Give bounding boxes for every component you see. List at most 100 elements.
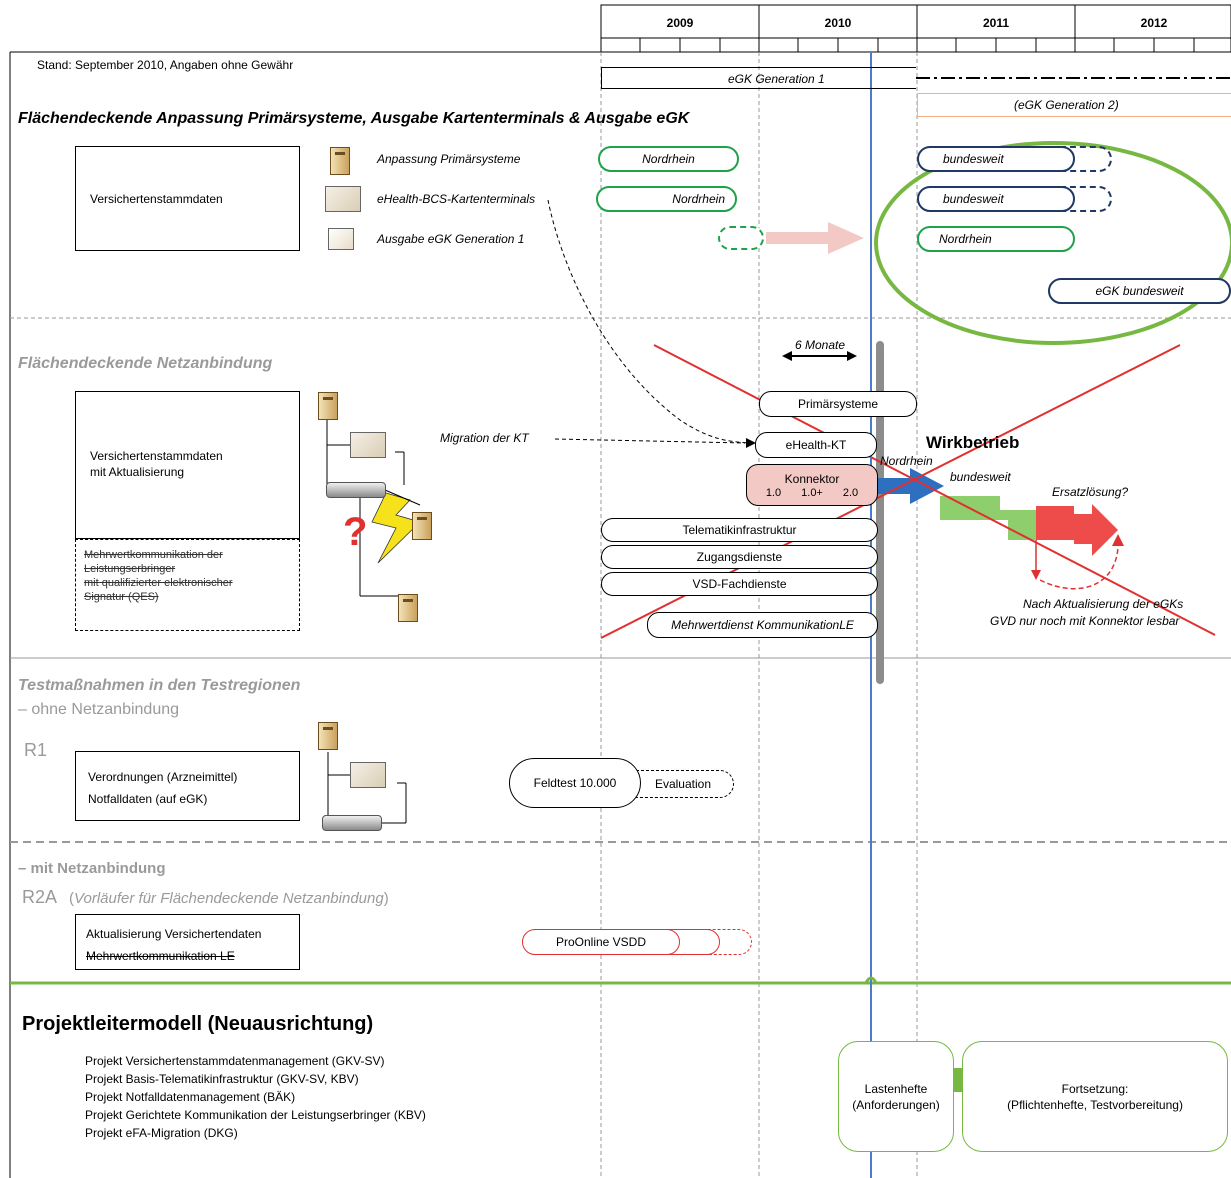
nordrhein-wirk-label: Nordrhein	[880, 454, 933, 468]
card-terminal-icon	[350, 432, 386, 458]
konnektor-label: Konnektor	[784, 471, 840, 486]
fortsetzung-box: Fortsetzung: (Pflichtenhefte, Testvorber…	[962, 1041, 1228, 1152]
section2-title: Flächendeckende Netzanbindung	[18, 355, 273, 372]
dashed-green-pill	[718, 226, 764, 250]
qes-dashed-box: Mehrwertkommunikation der Leistungserbri…	[75, 539, 300, 631]
card-terminal-icon	[325, 186, 361, 212]
gen2-label: (eGK Generation 2)	[1014, 98, 1119, 112]
qes-line3: mit qualifizierter elektronischer	[84, 577, 233, 589]
project-item: Projekt Versichertenstammdatenmanagement…	[85, 1054, 385, 1068]
bundesweit-kt-ext	[1060, 186, 1112, 212]
server-icon	[318, 722, 338, 750]
section3-subtitle: – ohne Netzanbindung	[18, 701, 180, 718]
section1-box: Versichertenstammdaten	[75, 146, 300, 251]
egk-bundesweit-label: eGK bundesweit	[1095, 284, 1184, 298]
section2-box-line2: mit Aktualisierung	[90, 465, 185, 479]
six-months-label: 6 Monate	[795, 338, 846, 352]
mehrwertdienst-label: Mehrwertdienst KommunikationLE	[671, 618, 854, 632]
qes-line1: Mehrwertkommunikation der	[84, 549, 223, 561]
project-list: Projekt Versichertenstammdatenmanagement…	[85, 1052, 426, 1142]
row-label-egk-ausgabe: Ausgabe eGK Generation 1	[377, 232, 525, 246]
wirkbetrieb-label: Wirkbetrieb	[926, 433, 1020, 452]
section2-box: Versichertenstammdaten mit Aktualisierun…	[75, 391, 300, 539]
year-2011: 2011	[982, 16, 1010, 30]
section3-box-line2: Notfalldaten (auf eGK)	[88, 792, 208, 806]
bundesweit-kt-pill: bundesweit	[917, 186, 1075, 212]
nordrhein-primaer-label: Nordrhein	[642, 152, 695, 166]
project-item: Projekt Basis-Telematikinfrastruktur (GK…	[85, 1072, 359, 1086]
section3-box: Verordnungen (Arzneimittel) Notfalldaten…	[75, 751, 300, 821]
gen1-bar	[601, 67, 916, 89]
nordrhein-primaer-pill: Nordrhein	[598, 146, 739, 172]
connector-icon	[322, 815, 382, 831]
row-label-kartenterminals: eHealth-BCS-Kartenterminals	[377, 192, 536, 206]
lastenhefte-box: Lastenhefte (Anforderungen)	[838, 1041, 954, 1152]
ersatz-label: Ersatzlösung?	[1052, 485, 1129, 499]
telematik-label: Telematikinfrastruktur	[682, 523, 797, 537]
section3-title: Testmaßnahmen in den Testregionen	[18, 677, 301, 694]
row-label-primaer: Anpassung Primärsysteme	[377, 152, 521, 166]
konnektor-v10plus: 1.0+	[801, 486, 823, 499]
bundesweit-kt-label: bundesweit	[943, 192, 1004, 206]
bundesweit-primaer-pill: bundesweit	[917, 146, 1075, 172]
vsd-pill: VSD-Fachdienste	[601, 572, 878, 596]
zugangsdienste-label: Zugangsdienste	[696, 550, 783, 564]
telematik-pill: Telematikinfrastruktur	[601, 518, 878, 542]
section4-box-line2: Mehrwertkommunikation LE	[86, 949, 235, 963]
konnektor-v20: 2.0	[842, 486, 859, 499]
vsd-label: VSD-Fachdienste	[692, 577, 787, 591]
vorlaeufer-label: Vorläufer für Flächendeckende Netzanbind…	[74, 890, 384, 907]
primaersysteme-pill: Primärsysteme	[759, 391, 917, 417]
note-line1: Nach Aktualisierung der eGKs	[1023, 597, 1184, 611]
ehealth-kt-label: eHealth-KT	[785, 438, 847, 452]
proonline-pill: ProOnline VSDD	[522, 929, 680, 955]
nordrhein-egk-label: Nordrhein	[939, 232, 992, 246]
server-icon	[412, 512, 432, 540]
lastenhefte-line1: Lastenhefte	[864, 1081, 928, 1096]
section1-title: Flächendeckende Anpassung Primärsysteme,…	[18, 110, 690, 127]
proonline-label: ProOnline VSDD	[555, 935, 647, 949]
bundesweit-wirk-label: bundesweit	[950, 470, 1011, 484]
section2-box-line1: Versichertenstammdaten	[90, 449, 223, 463]
section4-box-line1: Aktualisierung Versichertendaten	[86, 927, 262, 941]
section5-title: Projektleitermodell (Neuausrichtung)	[22, 1013, 374, 1035]
bundesweit-primaer-label: bundesweit	[943, 152, 1004, 166]
server-icon	[398, 594, 418, 622]
primaersysteme-label: Primärsysteme	[797, 397, 878, 411]
lastenhefte-line2: (Anforderungen)	[852, 1097, 940, 1112]
nordrhein-egk-pill: Nordrhein	[917, 226, 1075, 252]
konnektor-v10: 1.0	[765, 486, 782, 499]
egk-card-icon	[328, 228, 354, 250]
year-2012: 2012	[1140, 16, 1168, 30]
project-item: Projekt Notfalldatenmanagement (BÄK)	[85, 1090, 296, 1104]
year-2009: 2009	[666, 16, 694, 30]
region-r1: R1	[24, 740, 48, 760]
server-icon	[330, 147, 350, 175]
konnektor-pill: Konnektor 1.0 1.0+ 2.0	[746, 464, 878, 506]
qes-line2: Leistungserbringer	[84, 563, 176, 575]
qes-line4: Signatur (QES)	[84, 591, 159, 603]
region-r2a-label: R2A	[22, 887, 57, 907]
feldtest-pill: Feldtest 10.000	[509, 758, 641, 808]
section1-box-label: Versichertenstammdaten	[90, 191, 223, 206]
project-item: Projekt eFA-Migration (DKG)	[85, 1126, 238, 1140]
migration-label: Migration der KT	[440, 431, 529, 445]
project-item: Projekt Gerichtete Kommunikation der Lei…	[85, 1108, 426, 1122]
fortsetzung-line2: (Pflichtenhefte, Testvorbereitung)	[1007, 1097, 1183, 1112]
egk-bundesweit-pill: eGK bundesweit	[1048, 278, 1231, 304]
evaluation-label: Evaluation	[654, 777, 711, 791]
bundesweit-primaer-ext	[1060, 146, 1112, 172]
vorlaeufer-text: (Vorläufer für Flächendeckende Netzanbin…	[69, 890, 389, 907]
question-mark: ?	[343, 510, 368, 554]
section4-title: – mit Netzanbindung	[18, 860, 166, 877]
card-terminal-icon	[350, 762, 386, 788]
server-icon	[318, 392, 338, 420]
nordrhein-kt-pill: Nordrhein	[596, 186, 737, 212]
fortsetzung-line1: Fortsetzung:	[1061, 1081, 1129, 1096]
nordrhein-kt-label: Nordrhein	[672, 192, 725, 206]
ehealth-kt-pill: eHealth-KT	[755, 432, 877, 458]
konnektor-versions: 1.0 1.0+ 2.0	[766, 487, 858, 499]
year-2010: 2010	[824, 16, 852, 30]
mehrwertdienst-pill: Mehrwertdienst KommunikationLE	[647, 612, 878, 638]
region-r2a: R2A (Vorläufer für Flächendeckende Netza…	[22, 887, 389, 908]
